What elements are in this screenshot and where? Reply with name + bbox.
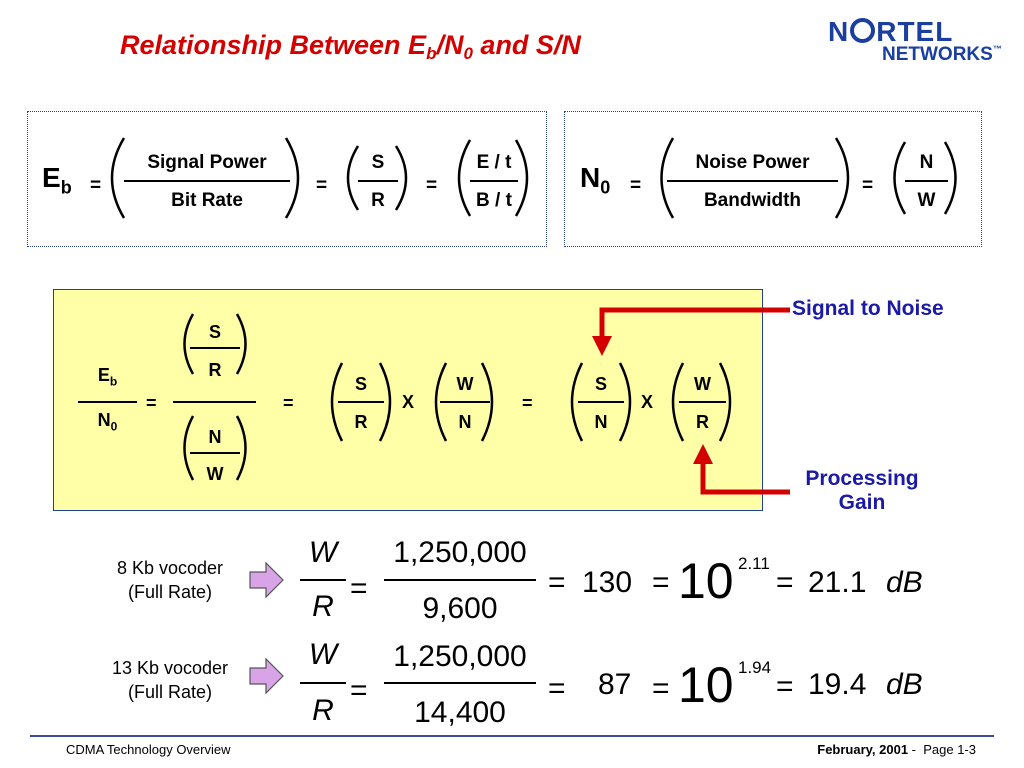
power-exponent: 2.11 bbox=[738, 554, 770, 573]
w-label: W bbox=[308, 536, 338, 569]
bandwidth-label: Bandwidth bbox=[703, 190, 802, 211]
n-label: N bbox=[458, 412, 472, 432]
equals-sign: = bbox=[776, 670, 794, 703]
equals-sign: = bbox=[652, 672, 670, 705]
signal-to-noise-arrow bbox=[592, 307, 790, 356]
r-label: R bbox=[312, 694, 334, 727]
w-label: W bbox=[308, 638, 338, 671]
n-label: N bbox=[594, 412, 608, 432]
signal-to-noise-label: Signal to Noise bbox=[792, 297, 944, 320]
s-label: S bbox=[371, 152, 385, 173]
equals-sign: = bbox=[522, 393, 533, 413]
processing-gain-label: Processing Gain bbox=[805, 467, 919, 514]
globe-icon bbox=[850, 18, 876, 43]
arrow-right-icon bbox=[249, 561, 284, 599]
b-over-t-label: B / t bbox=[476, 190, 512, 211]
r-label: R bbox=[696, 412, 709, 432]
page-title: Relationship Between Eb/N0 and S/N bbox=[120, 30, 581, 63]
w-label: W bbox=[917, 190, 936, 211]
power-exponent: 1.94 bbox=[738, 658, 772, 677]
equals-sign: = bbox=[548, 672, 566, 705]
r-label: R bbox=[312, 590, 334, 623]
signal-power-label: Signal Power bbox=[147, 152, 267, 173]
equals-sign: = bbox=[283, 393, 294, 413]
footer-page-info: February, 2001 - Page 1-3 bbox=[817, 742, 976, 757]
n0-symbol: N0 bbox=[580, 162, 611, 198]
footer-course-title: CDMA Technology Overview bbox=[66, 742, 231, 757]
n0-denominator: N0 bbox=[97, 410, 118, 434]
times-sign: X bbox=[402, 392, 415, 412]
numerator-value: 1,250,000 bbox=[393, 640, 527, 673]
denominator-value: 14,400 bbox=[414, 696, 506, 729]
db-unit: dB bbox=[886, 668, 923, 701]
s-label: S bbox=[594, 374, 607, 394]
equals-sign: = bbox=[652, 566, 670, 599]
w-label: W bbox=[694, 374, 711, 394]
equals-sign: = bbox=[426, 175, 438, 196]
db-value: 21.1 bbox=[808, 566, 867, 599]
w-label: W bbox=[456, 374, 474, 394]
power-base: 10 bbox=[678, 657, 734, 713]
equals-sign: = bbox=[548, 566, 566, 599]
eb-symbol: Eb bbox=[42, 162, 72, 198]
equals-sign: = bbox=[630, 175, 642, 196]
equals-sign: = bbox=[776, 566, 794, 599]
db-unit: dB bbox=[886, 566, 923, 599]
denominator-value: 9,600 bbox=[422, 592, 498, 625]
processing-gain-arrow bbox=[693, 444, 790, 495]
numerator-value: 1,250,000 bbox=[393, 536, 527, 569]
eb-definition-box bbox=[27, 111, 547, 247]
equals-sign: = bbox=[350, 572, 368, 605]
eb-n0-ratio-box bbox=[53, 289, 763, 511]
db-value: 19.4 bbox=[808, 668, 867, 701]
r-label: R bbox=[208, 360, 222, 380]
s-label: S bbox=[208, 322, 221, 342]
arrow-right-icon bbox=[249, 657, 284, 695]
ratio-value: 130 bbox=[582, 566, 633, 599]
equals-sign: = bbox=[350, 674, 368, 707]
r-label: R bbox=[371, 190, 385, 211]
s-label: S bbox=[354, 374, 367, 394]
eb-numerator: Eb bbox=[97, 365, 118, 389]
ratio-value: 87 bbox=[598, 668, 632, 701]
r-label: R bbox=[354, 412, 368, 432]
n-label: N bbox=[208, 427, 222, 447]
w-label: W bbox=[206, 464, 224, 484]
equals-sign: = bbox=[90, 175, 102, 196]
times-sign: X bbox=[641, 392, 654, 412]
vocoder-8kb-label: 8 Kb vocoder (Full Rate) bbox=[116, 558, 224, 602]
n-label: N bbox=[919, 152, 934, 173]
equals-sign: = bbox=[146, 393, 157, 413]
vocoder-13kb-label: 13 Kb vocoder (Full Rate) bbox=[111, 658, 229, 702]
equals-sign: = bbox=[316, 175, 328, 196]
noise-power-label: Noise Power bbox=[695, 152, 810, 173]
bit-rate-label: Bit Rate bbox=[171, 190, 243, 211]
e-over-t-label: E / t bbox=[476, 152, 512, 173]
n0-definition-box bbox=[564, 111, 982, 247]
power-base: 10 bbox=[678, 553, 734, 609]
equals-sign: = bbox=[862, 175, 874, 196]
